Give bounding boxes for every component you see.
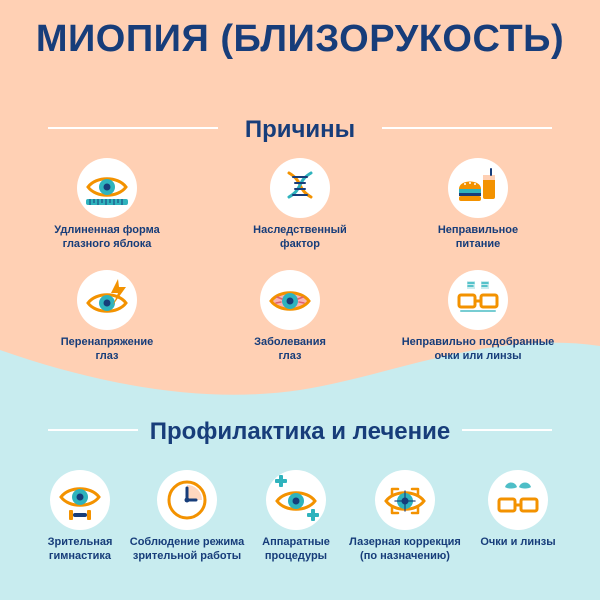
dna-icon (270, 158, 330, 218)
eye-ruler-icon (77, 158, 137, 218)
section-causes-header: Причины (0, 108, 600, 148)
page-title: МИОПИЯ (БЛИЗОРУКОСТЬ) (35, 18, 565, 60)
section-divider-right (382, 127, 552, 129)
cause-text: Неправильное питание (437, 224, 519, 250)
eye-lightning-icon (77, 270, 137, 330)
prevention-item-eye-exercises: Зрительная гимнастика (20, 470, 140, 564)
section-title-causes: Причины (244, 116, 356, 143)
eye-exercise-icon (50, 470, 110, 530)
burger-drink-icon (448, 158, 508, 218)
section-prevention-header: Профилактика и лечение (0, 410, 600, 450)
prevention-text: Лазерная коррекция (по назначению) (349, 536, 461, 562)
cause-text: Заболевания глаз (254, 336, 326, 362)
section-divider-left (48, 429, 138, 431)
cause-text: Наследственный фактор (253, 224, 347, 250)
glasses-lenses-icon (488, 470, 548, 530)
prevention-item-laser-correction: Лазерная коррекция (по назначению) (345, 470, 465, 564)
prevention-item-work-regime: Соблюдение режима зрительной работы (127, 470, 247, 564)
cause-text: Перенапряжение глаз (60, 336, 154, 362)
clock-icon (157, 470, 217, 530)
eye-plus-icon (266, 470, 326, 530)
prevention-text: Соблюдение режима зрительной работы (129, 536, 245, 562)
cause-item-eye-strain: Перенапряжение глаз (22, 270, 192, 364)
prevention-text: Очки и линзы (480, 536, 556, 548)
cause-text: Удлиненная форма глазного яблока (54, 224, 160, 250)
prevention-item-glasses-lenses: Очки и линзы (458, 470, 578, 550)
cause-item-hereditary: Наследственный фактор (215, 158, 385, 252)
red-eye-icon (260, 270, 320, 330)
prevention-item-hardware-procedures: Аппаратные процедуры (236, 470, 356, 564)
section-title-prevention: Профилактика и лечение (149, 418, 451, 445)
cause-item-poor-nutrition: Неправильное питание (393, 158, 563, 252)
section-divider-left (48, 127, 218, 129)
cause-item-wrong-glasses: Неправильно подобранные очки или линзы (393, 270, 563, 364)
section-divider-right (462, 429, 552, 431)
cause-item-elongated-eyeball: Удлиненная форма глазного яблока (22, 158, 192, 252)
laser-eye-icon (375, 470, 435, 530)
cause-text: Неправильно подобранные очки или линзы (401, 336, 555, 362)
glasses-chart-icon (448, 270, 508, 330)
prevention-text: Аппаратные процедуры (262, 536, 330, 562)
cause-item-eye-disease: Заболевания глаз (205, 270, 375, 364)
prevention-text: Зрительная гимнастика (47, 536, 113, 562)
